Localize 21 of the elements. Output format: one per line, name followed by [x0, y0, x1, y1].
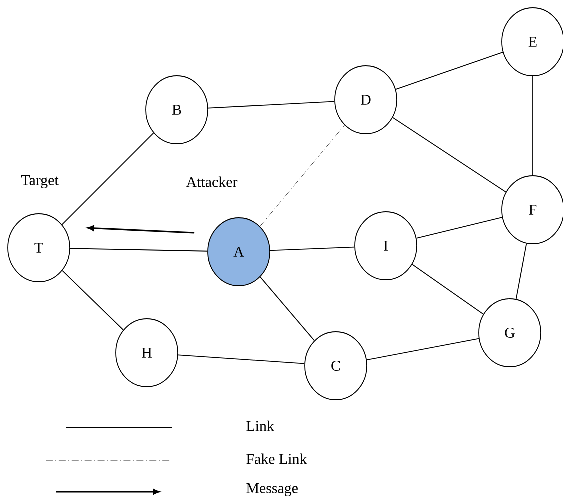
link-line [260, 276, 316, 342]
link-line [366, 338, 480, 361]
node-caption: Attacker [186, 176, 238, 188]
legend-text: Link [246, 420, 274, 432]
link-line [392, 117, 506, 193]
link-line [70, 248, 208, 252]
dashed-line [260, 125, 345, 227]
link-line [532, 76, 534, 176]
legend-text: Message [246, 484, 298, 496]
link-line [396, 52, 504, 90]
node-caption: Target [21, 176, 59, 188]
link-line [412, 264, 484, 315]
link-line [62, 132, 154, 226]
arrow [88, 226, 195, 234]
link-line [270, 246, 356, 252]
link-line [62, 270, 124, 331]
link-line [208, 101, 336, 109]
link-line [516, 243, 528, 300]
legend-text: Fake Link [246, 454, 308, 464]
link-line [416, 217, 503, 239]
link-line [178, 354, 306, 364]
